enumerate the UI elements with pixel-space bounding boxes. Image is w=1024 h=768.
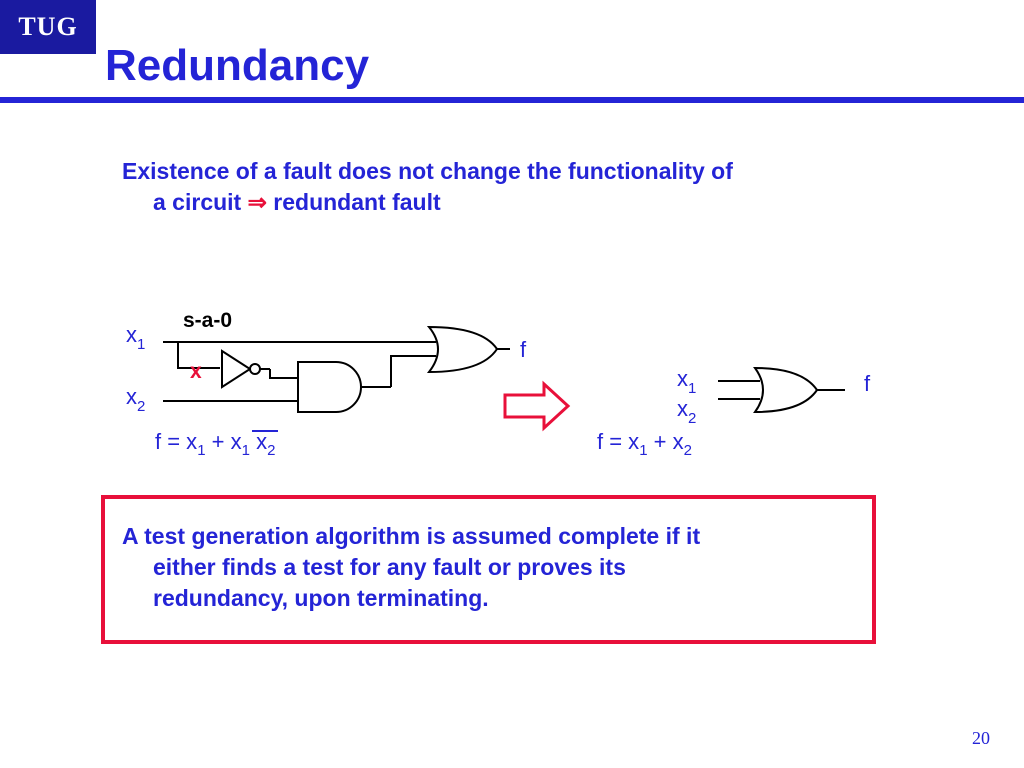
- page-number: 20: [972, 728, 990, 748]
- input-x2-label: x2: [126, 384, 145, 415]
- left-equation: f = x1 + x1 x2: [155, 429, 275, 459]
- inverter-gate-icon: [221, 349, 252, 389]
- right-equation: f = x1 + x2: [597, 429, 692, 459]
- inverter-out-wire: [269, 369, 298, 379]
- tug-logo: TUG: [0, 0, 96, 54]
- fault-mark-icon: x: [190, 360, 202, 383]
- note-line-3: redundancy, upon terminating.: [153, 585, 489, 611]
- intro-paragraph: Existence of a fault does not change the…: [122, 156, 922, 218]
- inverter-bubble: [249, 363, 261, 375]
- note-box: [101, 495, 876, 644]
- or-gate-simplified-icon: [753, 366, 819, 414]
- input-x1-label: x1: [126, 322, 145, 353]
- and-out-wire: [390, 355, 436, 387]
- redundant-circuit: [163, 325, 510, 413]
- note-paragraph: A test generation algorithm is assumed c…: [122, 521, 882, 614]
- x1-branch-wire: [177, 342, 220, 369]
- fault-label: s-a-0: [183, 309, 232, 332]
- title-divider: [0, 97, 1024, 103]
- and-gate-icon: [297, 361, 362, 413]
- or-gate-icon: [426, 325, 499, 374]
- slide-title: Redundancy: [105, 41, 370, 90]
- note-line-2: either finds a test for any fault or pro…: [153, 554, 626, 580]
- implies-arrow-icon: ⇒: [247, 189, 267, 215]
- intro-line-2: a circuit ⇒ redundant fault: [153, 189, 441, 215]
- right-input-x1-label: x1: [677, 366, 696, 397]
- simplified-circuit: [718, 366, 845, 414]
- intro-line-1: Existence of a fault does not change the…: [122, 158, 733, 184]
- transform-arrow-icon: [503, 380, 571, 432]
- right-input-x2-label: x2: [677, 396, 696, 427]
- output-f-label: f: [520, 337, 527, 362]
- note-line-1: A test generation algorithm is assumed c…: [122, 523, 701, 549]
- right-output-f-label: f: [864, 371, 871, 396]
